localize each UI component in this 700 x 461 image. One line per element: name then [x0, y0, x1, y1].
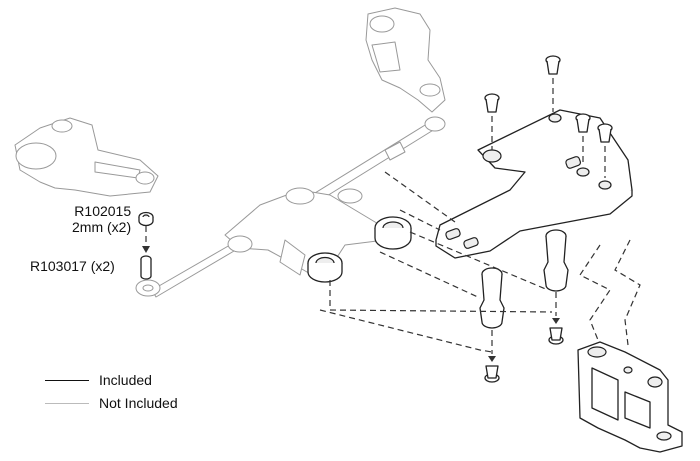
screw-1 — [484, 93, 500, 113]
part-code: R102015 — [74, 203, 132, 219]
part-label-washer: R102015 2mm (x2) — [72, 203, 131, 235]
screw-bottom-left — [484, 365, 500, 383]
legend-not-included: Not Included — [45, 395, 178, 411]
steering-linkage-not-included — [14, 7, 446, 298]
standoff-post-right — [543, 229, 569, 292]
screw-2 — [545, 55, 561, 75]
screw-3 — [575, 113, 591, 133]
part-detail: 2mm (x2) — [72, 219, 132, 235]
legend-line-grey — [45, 402, 89, 404]
legend-label: Included — [99, 372, 152, 388]
screw-4 — [597, 123, 613, 143]
standoff-post-left — [479, 267, 505, 329]
servo-mount-block — [577, 341, 683, 453]
part-label-pin: R103017 (x2) — [30, 258, 115, 274]
assembly-guide-lines — [319, 171, 641, 354]
legend-label: Not Included — [99, 395, 178, 411]
legend-line-solid — [45, 379, 89, 381]
pivot-pin — [140, 255, 152, 280]
rod-end-left — [135, 279, 161, 297]
bearing-right — [374, 216, 412, 250]
part-code: R103017 (x2) — [30, 258, 115, 274]
screw-bottom-right — [548, 327, 564, 345]
washer-2mm — [138, 211, 154, 227]
bearing-left — [307, 252, 343, 283]
arrow-down-icon — [142, 246, 150, 253]
steering-plate — [435, 109, 633, 259]
legend-included: Included — [45, 372, 152, 388]
